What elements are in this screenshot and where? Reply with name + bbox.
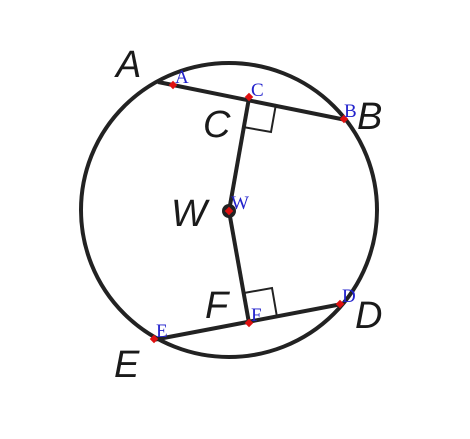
segment-wc bbox=[227, 97, 251, 212]
label-b-small: B bbox=[344, 101, 357, 122]
label-f-small: F bbox=[251, 305, 262, 326]
circle-w bbox=[79, 61, 379, 359]
label-d-small: D bbox=[342, 286, 356, 307]
label-w-big: W bbox=[171, 193, 210, 235]
label-e-small: E bbox=[156, 321, 168, 342]
label-d-big: D bbox=[355, 295, 382, 337]
label-c-big: C bbox=[203, 104, 231, 146]
label-a-big: A bbox=[114, 44, 141, 86]
chord-ab bbox=[157, 80, 347, 122]
point-e bbox=[149, 334, 159, 344]
point-w bbox=[224, 206, 234, 216]
point-a bbox=[168, 80, 178, 90]
label-a-small: A bbox=[175, 67, 189, 88]
point-f bbox=[244, 318, 254, 328]
label-c-small: C bbox=[251, 80, 264, 101]
label-e-big: E bbox=[114, 344, 140, 386]
segment-wf bbox=[227, 210, 251, 324]
point-b bbox=[339, 114, 349, 124]
right-angle-mark-c bbox=[242, 103, 277, 134]
label-w-small: W bbox=[231, 193, 249, 214]
right-angle-mark-f bbox=[243, 286, 278, 318]
point-c bbox=[244, 92, 254, 102]
label-b-big: B bbox=[357, 96, 382, 138]
point-d bbox=[335, 299, 345, 309]
label-f-big: F bbox=[205, 285, 230, 327]
